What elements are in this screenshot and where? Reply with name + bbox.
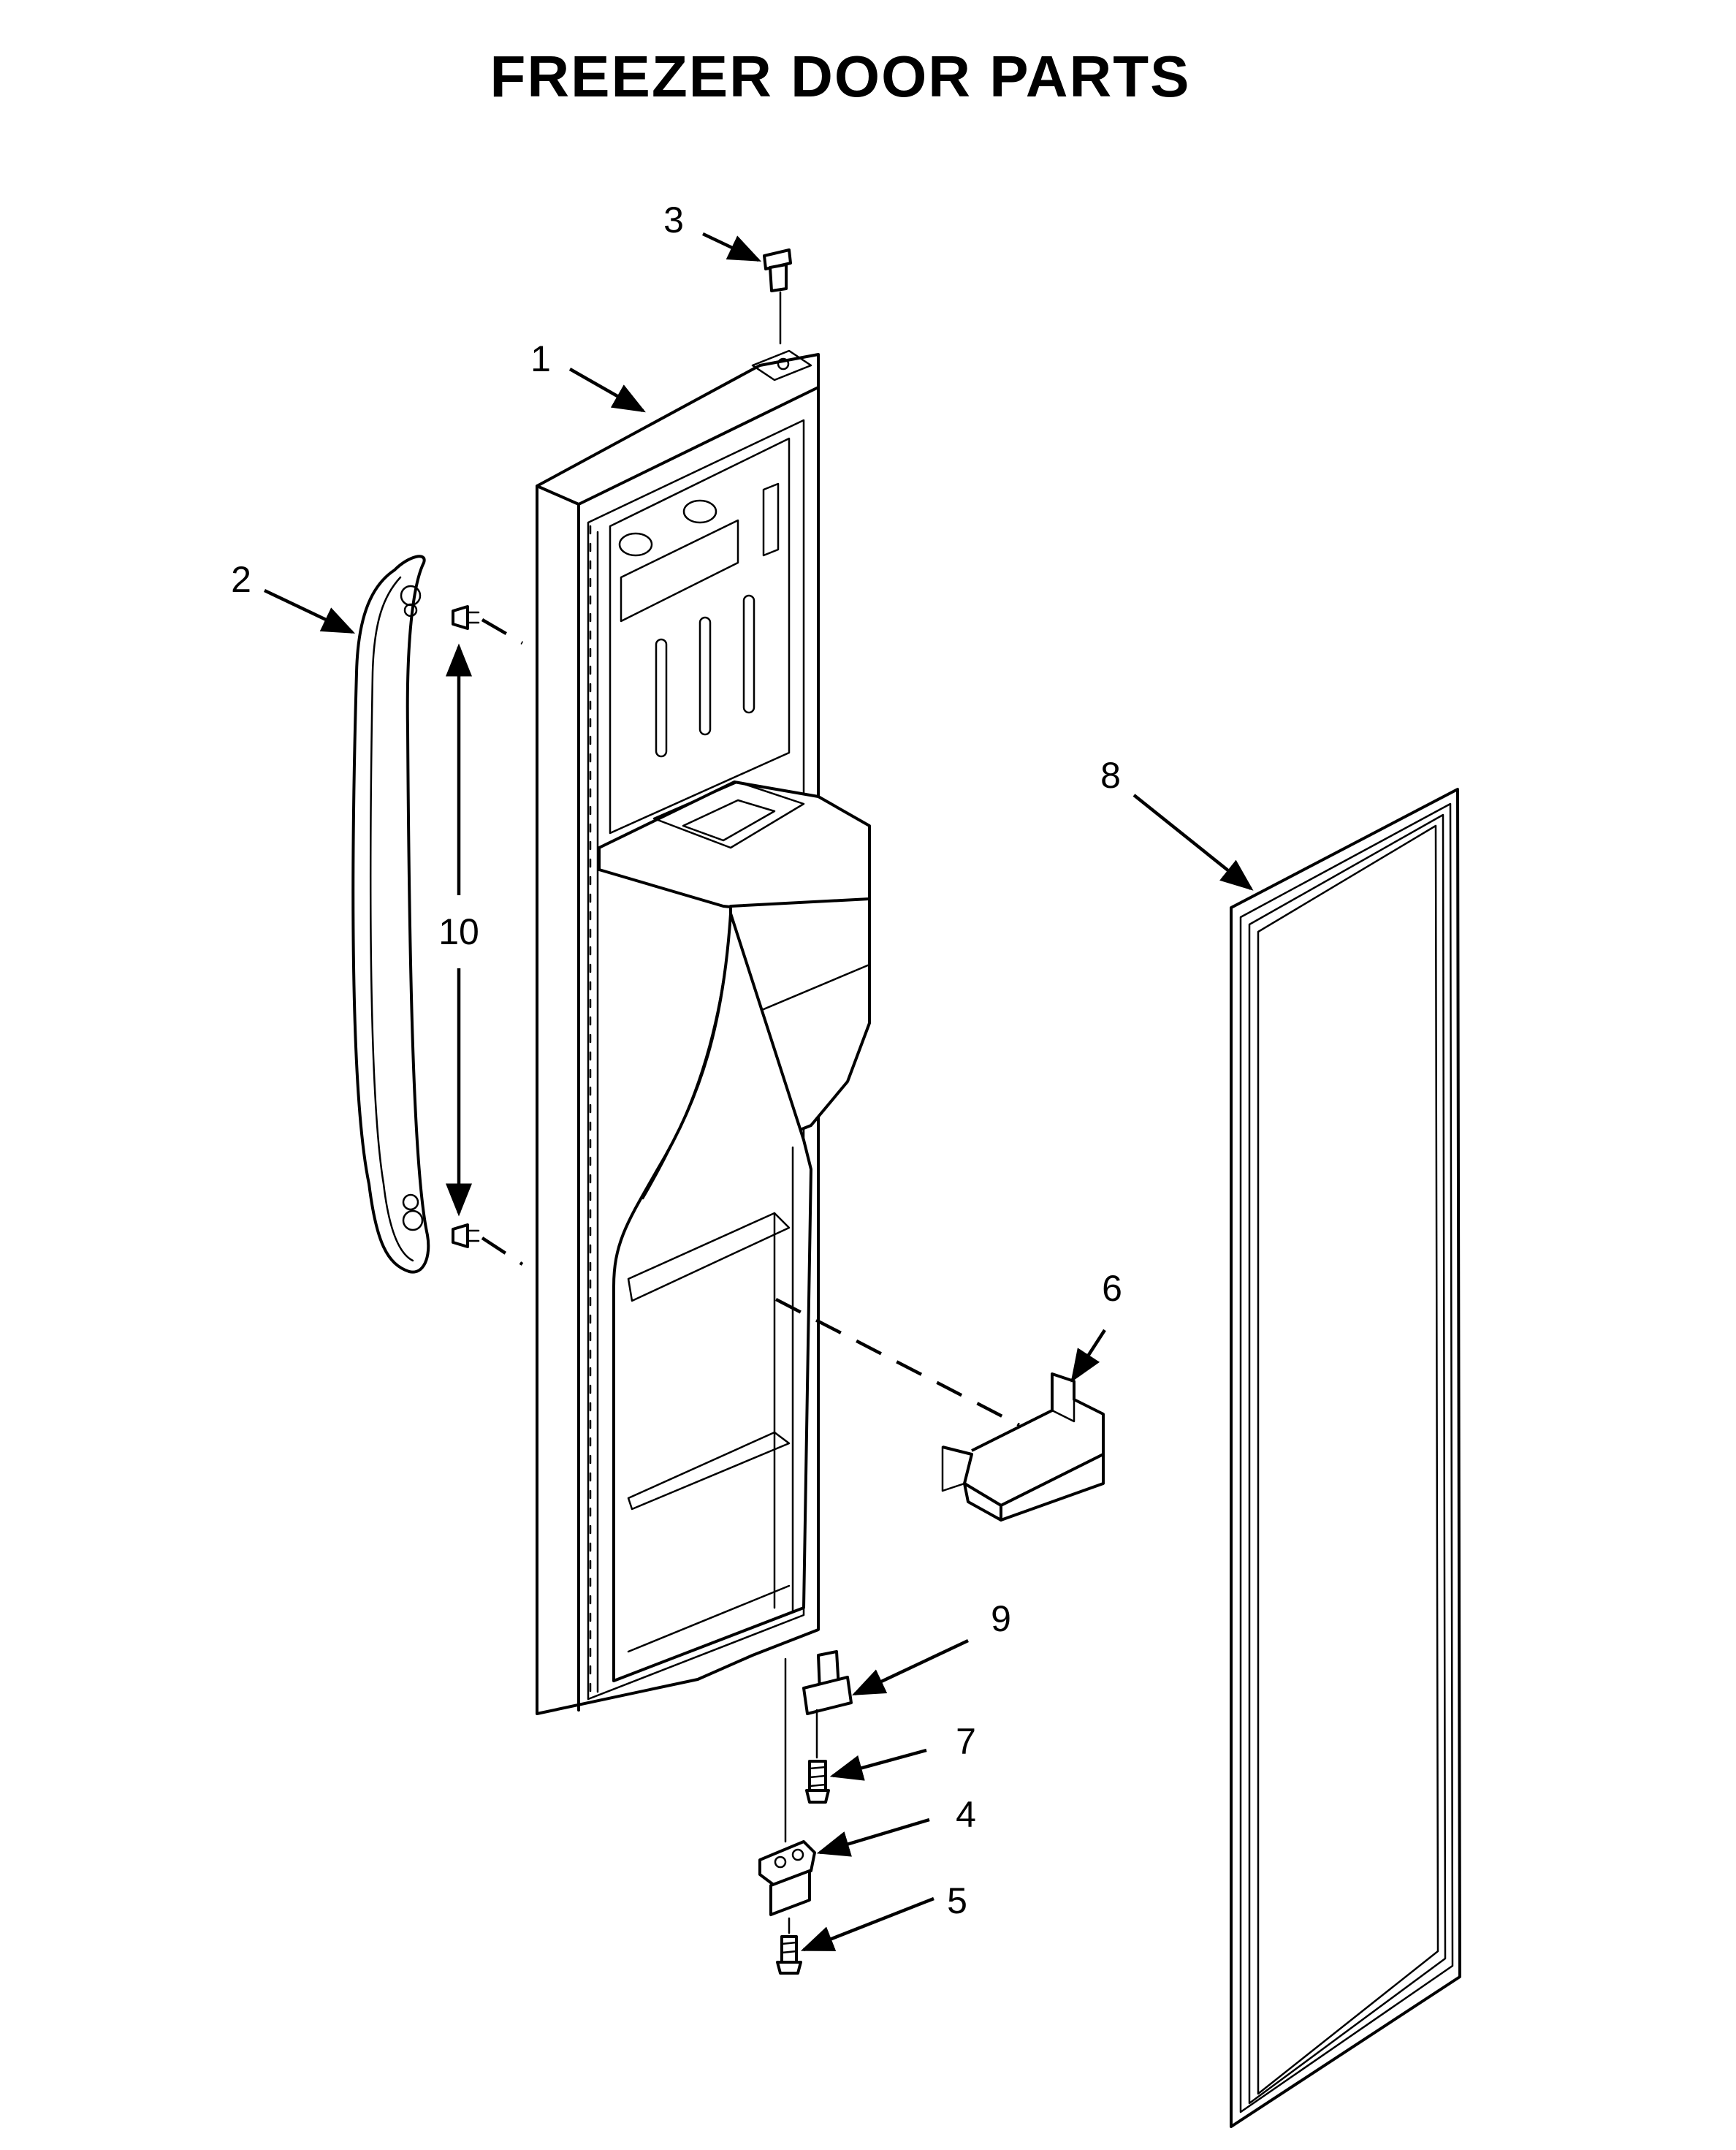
hinge-screw: [805, 1760, 830, 1804]
callout-9-arrow: [851, 1638, 969, 1696]
callout-2: 2: [231, 559, 251, 600]
hinge-plate-screw: [776, 1935, 802, 1975]
callout-10: 10: [438, 911, 479, 952]
callout-8: 8: [1100, 755, 1121, 796]
freezer-door: [536, 349, 871, 1715]
handle-screws: [452, 605, 480, 1248]
callout-4: 4: [956, 1794, 976, 1835]
door-handle: [351, 555, 430, 1274]
hinge-bushing: [763, 248, 792, 292]
bottom-hinge-plate: [758, 1840, 816, 1916]
callout-9: 9: [991, 1598, 1011, 1639]
callout-4-arrow: [816, 1817, 930, 1857]
callout-7: 7: [956, 1721, 976, 1762]
callout-1: 1: [530, 338, 551, 379]
callout-2-arrow: [264, 588, 356, 634]
door-gasket: [1230, 788, 1461, 2128]
callout-3: 3: [663, 200, 684, 240]
callout-6: 6: [1102, 1268, 1122, 1309]
diagram-title: FREEZER DOOR PARTS: [490, 44, 1190, 109]
callout-5: 5: [947, 1880, 967, 1921]
bin-6-dashed-line: [774, 1298, 1021, 1427]
callout-3-arrow: [702, 232, 762, 262]
callout-8-arrow: [1132, 794, 1254, 891]
callout-1-arrow: [568, 368, 646, 413]
screw-10-bottom-dashed-line: [481, 1237, 524, 1266]
screw-10-top-dashed-line: [481, 618, 524, 645]
callout-7-arrow: [829, 1748, 927, 1781]
door-shelf-bin: [941, 1372, 1105, 1522]
callout-5-arrow: [800, 1896, 934, 1952]
callout-6-arrow: [1070, 1329, 1106, 1383]
bottom-hinge-pin: [802, 1650, 853, 1715]
